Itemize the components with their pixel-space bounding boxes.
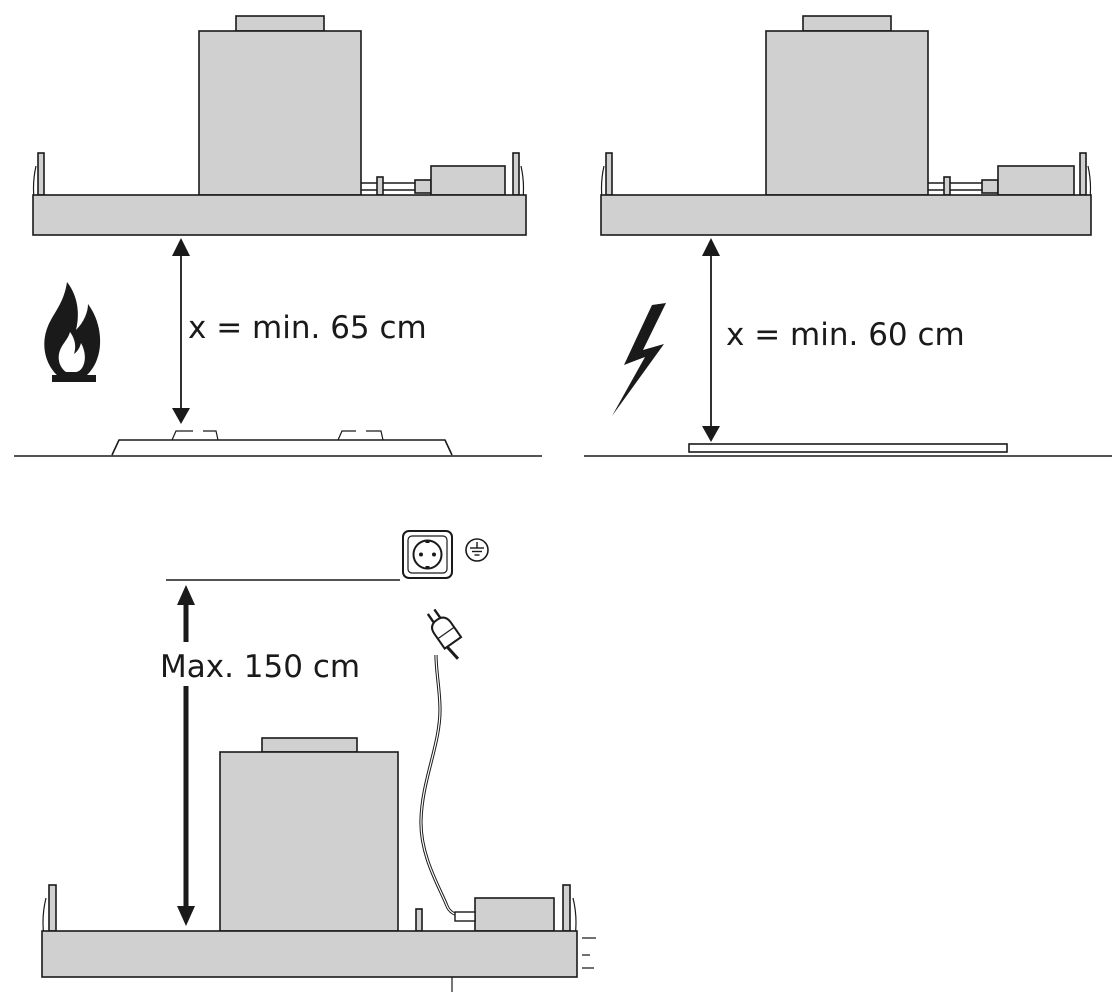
hood-motor-housing bbox=[219, 751, 399, 932]
hood-side-marks bbox=[582, 937, 596, 969]
hood-motor-housing bbox=[198, 30, 362, 196]
range-hood-electric bbox=[600, 15, 1092, 236]
flame-icon bbox=[44, 282, 101, 382]
cord-strain-relief bbox=[454, 911, 476, 922]
hood-bracket-left bbox=[605, 152, 613, 196]
power-plug-icon bbox=[426, 608, 463, 660]
hood-connector-nut bbox=[943, 176, 951, 196]
cable-length-label-bg bbox=[155, 642, 355, 686]
electric-hob bbox=[688, 443, 1008, 453]
electric-hob-panel: x = min. 60 cm bbox=[584, 15, 1112, 457]
cable-length-arrow bbox=[177, 585, 195, 926]
gas-distance-label: x = min. 65 cm bbox=[188, 310, 427, 346]
gas-distance-arrow bbox=[172, 238, 190, 424]
hood-collar bbox=[802, 15, 892, 32]
cable-length-panel: Max. 150 cm bbox=[41, 530, 596, 992]
hood-bracket-right bbox=[1079, 152, 1087, 196]
gas-hob bbox=[111, 430, 453, 456]
hood-collar bbox=[235, 15, 325, 32]
hood-control-box bbox=[474, 897, 555, 932]
gas-hob-panel: x = min. 65 cm bbox=[14, 15, 542, 457]
hood-bracket-left bbox=[48, 884, 57, 932]
hood-bracket-right bbox=[512, 152, 520, 196]
hood-bracket-left bbox=[37, 152, 45, 196]
hood-motor-housing bbox=[765, 30, 929, 196]
hood-connector-plug bbox=[414, 179, 432, 194]
electric-distance-label: x = min. 60 cm bbox=[726, 317, 965, 353]
range-hood-cable bbox=[41, 737, 596, 992]
power-cord bbox=[419, 654, 476, 922]
hood-main-body bbox=[41, 930, 578, 978]
hood-collar bbox=[261, 737, 358, 753]
electric-distance-arrow bbox=[702, 238, 720, 442]
burner-left bbox=[171, 430, 219, 441]
hood-main-body bbox=[600, 194, 1092, 236]
burner-right bbox=[337, 430, 384, 441]
ground-symbol-icon bbox=[465, 538, 489, 562]
lightning-bolt-icon bbox=[612, 303, 666, 416]
cable-length-label: Max. 150 cm bbox=[160, 649, 360, 685]
hood-main-body bbox=[32, 194, 527, 236]
socket-outlet-icon bbox=[402, 530, 453, 579]
hood-connector-plug bbox=[981, 179, 999, 194]
hood-control-box bbox=[430, 165, 506, 196]
hood-control-box bbox=[997, 165, 1075, 196]
hood-connector-post bbox=[415, 908, 423, 932]
range-hood-gas bbox=[32, 15, 527, 236]
hood-connector-nut bbox=[376, 176, 384, 196]
hood-bracket-right bbox=[562, 884, 571, 932]
